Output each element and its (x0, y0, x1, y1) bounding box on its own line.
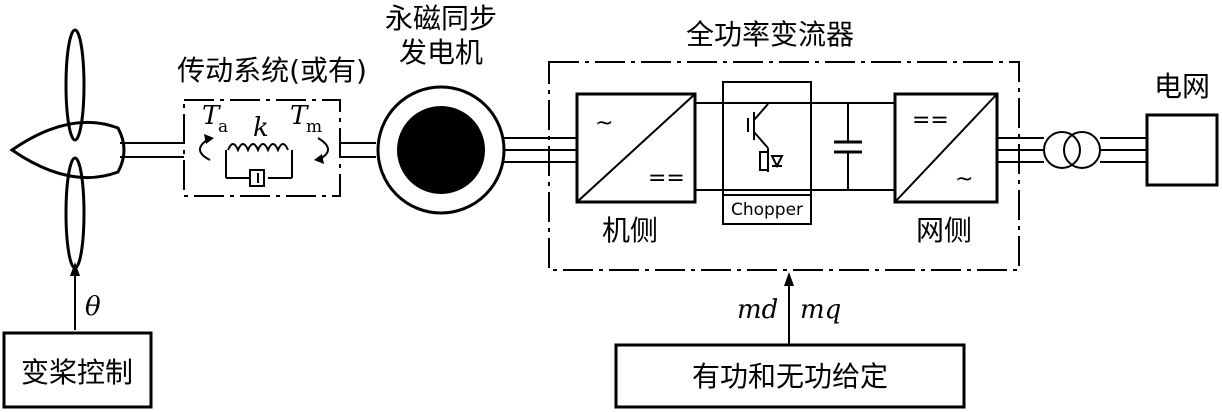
machine-side-converter (575, 92, 697, 204)
mq-label: mq (800, 295, 841, 325)
grid-label: 电网 (1154, 70, 1210, 103)
spring-icon (227, 143, 289, 153)
chopper-resistor-icon (759, 151, 769, 171)
pitch-angle-label: θ (85, 292, 101, 322)
generator-title-1: 永磁同步 (385, 2, 497, 35)
machine-side-label: 机侧 (602, 214, 658, 247)
transformer-primary (1043, 131, 1081, 169)
grid-side-dc-icon: == (912, 108, 949, 133)
generator-rotor (397, 106, 485, 194)
torque-m-arrowhead (314, 154, 324, 164)
power-setpoint-label: 有功和无功给定 (692, 360, 888, 393)
transformer-secondary (1063, 131, 1101, 169)
hub (9, 120, 126, 180)
igbt-emitter (753, 131, 769, 149)
control-arrow-head (784, 272, 794, 286)
pitch-control-box (2, 331, 153, 409)
md-label: md (737, 295, 778, 325)
generator-title-2: 发电机 (399, 36, 483, 69)
torque-m-label: T (290, 101, 309, 131)
drivetrain-box (183, 99, 341, 197)
machine-side-diagonal (576, 93, 696, 203)
machine-side-dc-icon: == (648, 166, 685, 191)
grid-box (1145, 113, 1219, 187)
converter-box (548, 61, 1020, 271)
igbt-collector (753, 103, 769, 121)
torque-a-label: T (202, 101, 221, 131)
chopper-label: Chopper (731, 200, 803, 220)
chopper-box (722, 81, 812, 225)
rotor (9, 28, 126, 270)
drivetrain-title: 传动系统(或有) (177, 54, 367, 87)
grid-side-converter (893, 92, 999, 204)
torque-a-arrowhead (204, 134, 214, 144)
machine-side-ac-icon: ~ (595, 111, 613, 136)
power-setpoint-box (614, 343, 966, 409)
chopper-diode-icon (770, 155, 784, 169)
grid-side-ac-icon: ~ (955, 167, 973, 192)
damper-icon (249, 169, 265, 187)
blade-top (64, 28, 86, 142)
grid-side-label: 网侧 (916, 214, 972, 247)
pitch-arrow-head (70, 262, 80, 276)
stiffness-label: k (253, 113, 269, 143)
torque-a-sub: a (218, 117, 228, 137)
grid-side-diagonal (894, 93, 998, 203)
torque-m-sub: m (306, 117, 322, 137)
pitch-control-label: 变桨控制 (21, 356, 133, 389)
converter-title: 全功率变流器 (686, 18, 854, 51)
